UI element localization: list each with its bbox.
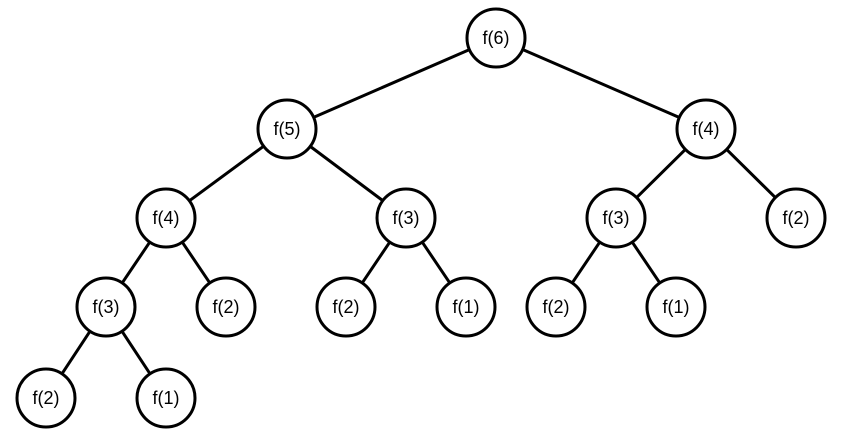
node-label: f(5) (274, 119, 301, 139)
tree-node-n15: f(1) (135, 367, 197, 429)
node-label: f(2) (213, 297, 240, 317)
tree-node-n7: f(2) (765, 187, 827, 249)
node-label: f(1) (663, 297, 690, 317)
edge-n4-n9 (180, 240, 212, 285)
edge-n8-n14 (60, 329, 92, 376)
node-label: f(2) (783, 208, 810, 228)
tree-nodes: f(6) f(5) f(4) f(4) f(3) f(3) f(2) f(3) f(2) f(2)… (15, 7, 827, 429)
edge-n8-n15 (120, 329, 152, 376)
node-circle (375, 187, 437, 249)
node-circle (675, 98, 737, 160)
node-circle (585, 187, 647, 249)
node-circle (135, 187, 197, 249)
tree-node-n4: f(4) (135, 187, 197, 249)
edge-n4-n8 (120, 240, 152, 285)
node-circle (256, 98, 318, 160)
tree-node-n6: f(3) (585, 187, 647, 249)
edge-n5-n10 (360, 240, 392, 285)
node-label: f(1) (453, 297, 480, 317)
node-label: f(2) (543, 297, 570, 317)
edge-n3-n6 (635, 147, 687, 200)
node-circle (75, 276, 137, 338)
node-label: f(2) (333, 297, 360, 317)
tree-node-n3: f(4) (675, 98, 737, 160)
edge-n5-n11 (420, 240, 452, 285)
node-circle (315, 276, 377, 338)
node-circle (135, 367, 197, 429)
node-circle (645, 276, 707, 338)
node-circle (195, 276, 257, 338)
edge-n2-n4 (187, 144, 266, 203)
edge-n6-n12 (570, 240, 602, 285)
node-label: f(4) (153, 208, 180, 228)
edge-n3-n7 (725, 147, 777, 200)
edge-n2-n5 (308, 144, 385, 203)
node-label: f(3) (93, 297, 120, 317)
node-label: f(4) (693, 119, 720, 139)
tree-node-n2: f(5) (256, 98, 318, 160)
tree-node-n5: f(3) (375, 187, 437, 249)
node-circle (465, 7, 527, 69)
tree-node-n8: f(3) (75, 276, 137, 338)
tree-node-n1: f(6) (465, 7, 527, 69)
tree-node-n9: f(2) (195, 276, 257, 338)
node-circle (525, 276, 587, 338)
node-label: f(1) (153, 388, 180, 408)
tree-node-n12: f(2) (525, 276, 587, 338)
node-label: f(6) (483, 28, 510, 48)
node-label: f(2) (33, 388, 60, 408)
tree-node-n11: f(1) (435, 276, 497, 338)
edge-n6-n13 (630, 240, 662, 285)
tree-node-n13: f(1) (645, 276, 707, 338)
node-label: f(3) (603, 208, 630, 228)
edge-n1-n2 (312, 48, 471, 119)
tree-node-n10: f(2) (315, 276, 377, 338)
edge-n1-n3 (521, 48, 681, 119)
tree-node-n14: f(2) (15, 367, 77, 429)
tree-edges (60, 48, 777, 376)
node-circle (435, 276, 497, 338)
node-circle (15, 367, 77, 429)
node-circle (765, 187, 827, 249)
node-label: f(3) (393, 208, 420, 228)
